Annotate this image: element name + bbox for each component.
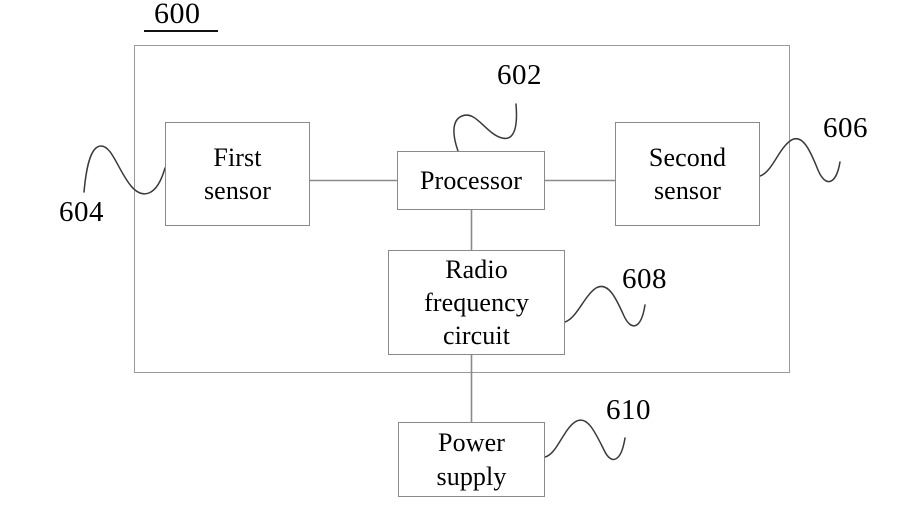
device-enclosure-box	[134, 45, 790, 373]
ref-label-606: 606	[823, 112, 868, 144]
leader-line-602	[453, 103, 518, 152]
block-second-sensor[interactable]: Second sensor	[615, 122, 760, 226]
block-power-supply-line-1: Power	[438, 428, 505, 458]
leader-line-606	[759, 138, 841, 183]
block-radio-frequency-circuit[interactable]: Radio frequency circuit	[388, 250, 565, 355]
leader-line-610	[544, 419, 626, 461]
ref-label-602: 602	[497, 59, 542, 91]
block-second-sensor-line-2: sensor	[653, 176, 722, 205]
figure-number-underline	[144, 30, 218, 32]
block-rf-circuit-line-1: Radio	[445, 254, 508, 284]
block-first-sensor-line-2: sensor	[203, 176, 272, 205]
block-first-sensor[interactable]: First sensor	[165, 122, 310, 226]
block-power-supply-line-2: supply	[436, 461, 507, 491]
ref-label-608: 608	[622, 263, 667, 295]
block-rf-circuit-line-2: frequency	[424, 287, 529, 317]
block-processor[interactable]: Processor	[397, 151, 545, 210]
block-power-supply[interactable]: Power supply	[398, 422, 545, 497]
block-rf-circuit-line-3: circuit	[442, 321, 511, 351]
ref-label-610: 610	[606, 394, 651, 426]
figure-number-label: 600	[154, 0, 201, 30]
leader-line-608	[564, 285, 646, 327]
block-first-sensor-line-1: First	[213, 142, 262, 172]
ref-label-604: 604	[59, 196, 104, 228]
leader-line-604	[83, 145, 166, 195]
block-second-sensor-line-1: Second	[648, 142, 727, 172]
block-processor-line-1: Processor	[420, 165, 522, 195]
